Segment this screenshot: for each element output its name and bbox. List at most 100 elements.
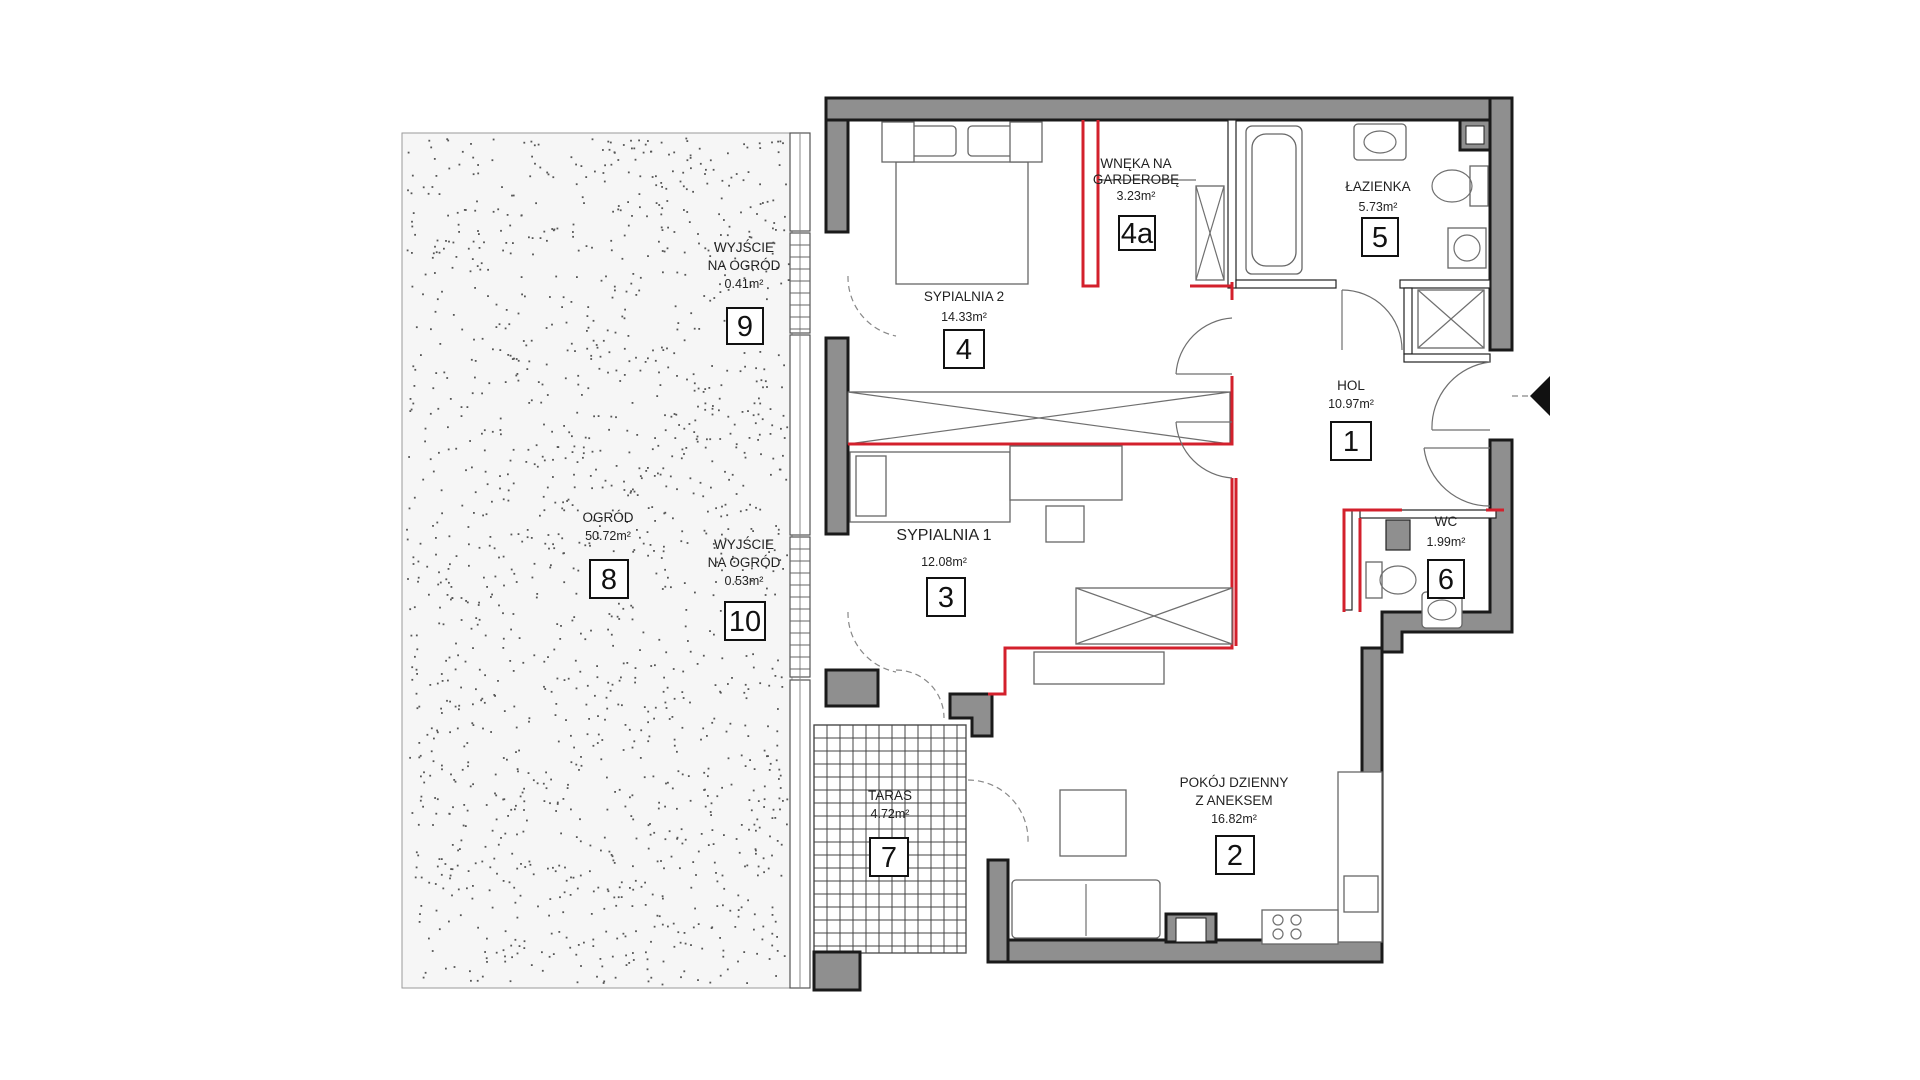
garden-dot [718,213,720,216]
garden-dot [776,936,778,938]
garden-dot [767,287,769,290]
garden-dot [480,699,482,702]
garden-dot [518,749,520,752]
garden-dot [617,159,620,161]
terrace-tiles [813,724,967,954]
garden-dot [733,561,736,563]
garden-dot [756,213,758,215]
garden-dot [476,979,479,982]
garden-dot [443,371,446,374]
furniture [849,121,1489,945]
garden-dot [668,153,670,156]
garden-dot [416,673,418,675]
garden-dot [610,484,613,487]
garden-dot [419,913,421,915]
garden-dot [440,489,443,492]
garden-dot [770,473,772,476]
garden-dot [748,799,751,801]
garden-dot [642,151,645,154]
garden-dot [510,944,513,947]
garden-dot [414,368,417,371]
garden-dot [676,271,679,274]
garden-dot [481,697,484,700]
garden-dot [477,164,479,166]
garden-dot [753,768,756,770]
garden-dot [697,923,700,925]
garden-dot [543,423,545,426]
garden-dot [580,632,582,635]
garden-dot [666,247,669,250]
garden-dot [763,785,766,788]
garden-dot [728,478,730,481]
garden-dot [431,186,434,188]
garden-dot [709,159,712,162]
garden-dot [602,172,605,174]
garden-dot [719,438,722,440]
room-area: 5.73m² [1359,200,1398,214]
garden-dot [636,434,639,436]
garden-dot [715,872,717,874]
garden-dot [697,387,700,390]
garden-dot-pattern [406,137,790,986]
garden-dot [716,905,719,907]
garden-dot [679,867,681,870]
garden-dot [608,351,611,354]
garden-dot [572,876,575,879]
room-number-box [589,559,629,599]
garden-dot [488,544,491,547]
garden-dot [535,202,537,205]
garden-dot [631,905,634,907]
garden-dot [631,746,634,749]
garden-dot [683,339,686,342]
garden-dot [682,171,685,174]
garden-dot [535,444,538,447]
garden-dot [769,835,771,838]
garden-dot [467,526,470,528]
garden-dot [445,578,448,581]
garden-dot [541,969,544,972]
garden-dot [460,839,463,842]
garden-dot [746,982,748,984]
room-number-box [1330,421,1372,461]
garden-dot [543,459,546,462]
room-area: 14.33m² [941,310,987,324]
garden-dot [509,224,512,227]
garden-dot [473,512,475,514]
garden-dot [749,759,751,761]
garden-dot [549,566,552,569]
garden-dot [621,515,624,518]
room-title: WYJŚCIE [714,240,774,255]
garden-dot [571,504,574,506]
garden-dot [449,398,452,400]
garden-dot [575,836,578,838]
garden-dot [495,794,498,797]
garden-dot [735,443,738,446]
garden-dot [712,405,714,407]
garden-dot [567,498,570,501]
garden-dot [432,252,435,255]
garden-dot [497,843,500,846]
garden-dot [759,147,762,149]
garden-dot [582,456,584,459]
garden-dot [460,415,463,417]
garden-dot [558,864,561,867]
garden-dot [449,731,451,734]
garden-dot [579,670,582,673]
garden-dot [502,498,505,501]
garden-dot [771,141,773,144]
garden-dot [687,775,690,777]
garden-dot [758,433,761,436]
garden-dot [583,202,585,204]
garden-dot [626,521,628,523]
garden-dot [483,576,485,579]
garden-dot [672,170,674,173]
garden-dot [721,505,723,508]
garden-dot [550,690,553,693]
garden-dot [523,940,526,943]
garden-dot [584,544,587,547]
garden-dot [597,715,599,717]
garden-dot [647,980,650,983]
garden-dot [417,823,420,826]
garden-dot [488,382,491,385]
